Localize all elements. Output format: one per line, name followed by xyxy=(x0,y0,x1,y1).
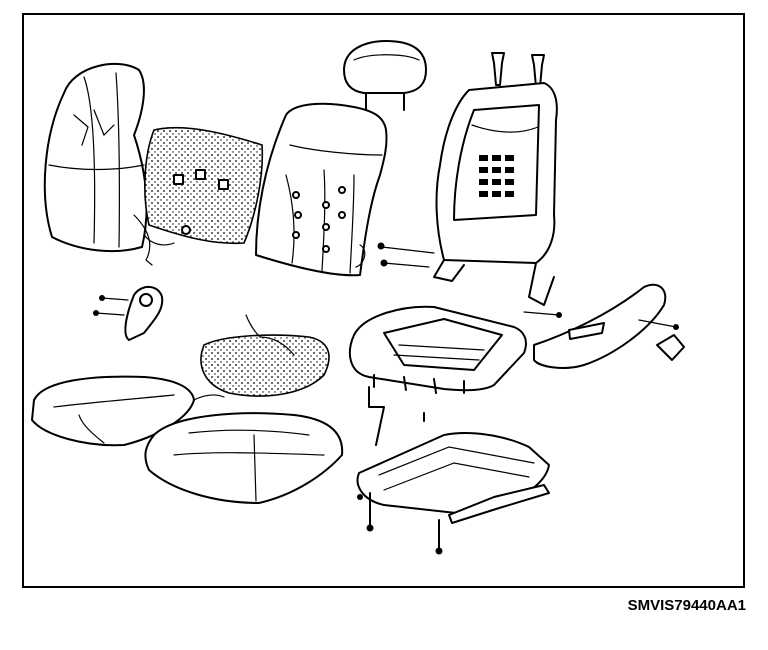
diagram-frame xyxy=(22,13,745,588)
seat-cushion-cover xyxy=(31,375,225,447)
seatback-cover xyxy=(43,62,153,266)
seat-exploded-view xyxy=(31,40,685,555)
seat-cushion-trim xyxy=(144,412,344,504)
seat-track xyxy=(356,432,550,555)
recliner-bracket xyxy=(93,286,164,341)
headrest xyxy=(343,40,427,111)
seatback-trim xyxy=(255,102,388,277)
seatback-pad xyxy=(143,126,264,246)
seat-cushion-pad xyxy=(200,314,330,397)
figure-id-label: SMVIS79440AA1 xyxy=(627,597,746,614)
seatback-frame xyxy=(377,82,558,306)
side-trim-panel xyxy=(523,283,685,369)
headrest-guides xyxy=(491,52,545,88)
seat-cushion-frame xyxy=(348,305,527,446)
